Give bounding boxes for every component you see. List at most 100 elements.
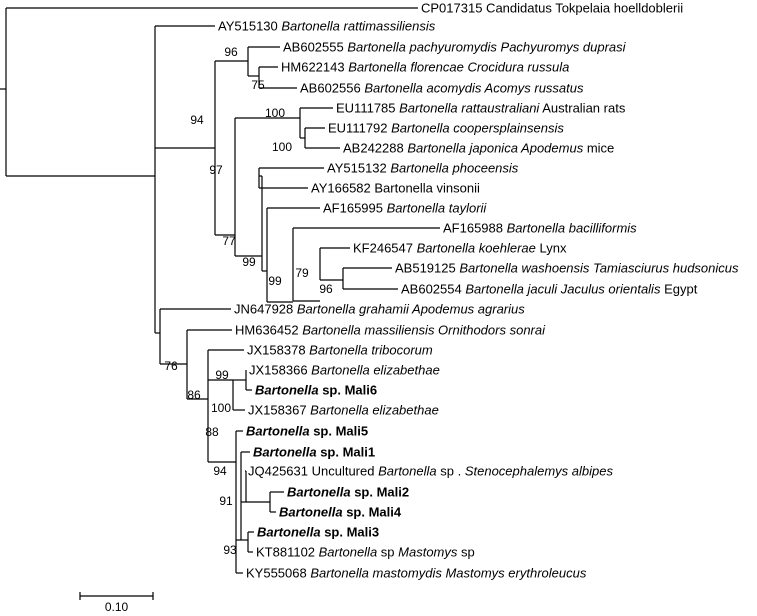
taxon-label-part: JN647928 xyxy=(234,302,297,317)
taxon-label-part: Bartonella xyxy=(255,383,319,398)
taxon-label-part: sp. Mali1 xyxy=(317,445,376,460)
bootstrap-value: 99 xyxy=(215,368,229,382)
taxon-label: JX158366 Bartonella elizabethae xyxy=(249,363,440,378)
scale-bar-label: 0.10 xyxy=(105,600,129,614)
taxon-label: AB602555 Bartonella pachyuromydis Pachyu… xyxy=(283,40,627,55)
bootstrap-value: 88 xyxy=(205,425,219,439)
taxon-label-part: Bartonella florencae Crocidura russula xyxy=(348,60,569,75)
taxon-label: KT881102 Bartonella sp Mastomys sp xyxy=(256,545,475,560)
taxon-label-part: EU111792 xyxy=(328,121,391,136)
taxon-label-part: Bartonella rattaustraliani xyxy=(399,101,540,116)
taxon-label-part: Egypt xyxy=(660,282,697,297)
taxon-label: AF165995 Bartonella taylorii xyxy=(323,201,487,216)
taxon-label-part: HM622143 xyxy=(281,60,348,75)
taxon-label-part: Bartonella bacilliformis xyxy=(507,221,638,236)
taxon-label-part: sp. Mali4 xyxy=(343,505,402,520)
bootstrap-value: 91 xyxy=(219,494,233,508)
taxon-label-part: EU111785 xyxy=(336,101,399,116)
taxon-label: Bartonella sp. Mali2 xyxy=(287,485,409,500)
taxon-label: JQ425631 Uncultured Bartonella sp . Sten… xyxy=(248,464,613,479)
taxon-label-part: AF165995 xyxy=(323,201,387,216)
taxon-label-part: AB602554 xyxy=(401,282,465,297)
taxon-label: HM622143 Bartonella florencae Crocidura … xyxy=(281,60,569,75)
taxon-label: KY555068 Bartonella mastomydis Mastomys … xyxy=(246,566,587,581)
taxon-label: Bartonella sp. Mali1 xyxy=(253,445,375,460)
taxon-label-part: Bartonella massiliensis Ornithodors sonr… xyxy=(302,323,546,338)
taxon-label-part: HM636452 xyxy=(235,323,302,338)
bootstrap-value: 100 xyxy=(265,106,285,120)
taxon-label: AF165988 Bartonella bacilliformis xyxy=(443,221,637,236)
taxon-label: Bartonella sp. Mali3 xyxy=(257,525,379,540)
taxon-label: Bartonella sp. Mali6 xyxy=(255,383,377,398)
taxon-label-part: Bartonella rattimassiliensis xyxy=(281,19,435,34)
taxon-label-part: JX158366 xyxy=(249,363,311,378)
taxon-label-part: Bartonella elizabethae xyxy=(311,363,440,378)
taxon-label-part: Bartonella mastomydis Mastomys erythrole… xyxy=(310,566,586,581)
taxon-label: Bartonella sp. Mali4 xyxy=(279,505,402,520)
taxon-label: KF246547 Bartonella koehlerae Lynx xyxy=(353,241,567,256)
taxon-label-part: AY515132 xyxy=(327,161,390,176)
taxon-label-part: Bartonella acomydis Acomys russatus xyxy=(364,81,584,96)
taxon-label-part: AB602555 xyxy=(283,40,347,55)
taxon-label-part: sp . xyxy=(437,464,465,479)
taxon-label-part: CP017315 Candidatus Tokpelaia hoelldoble… xyxy=(421,1,683,16)
taxon-label-part: sp. Mali3 xyxy=(321,525,380,540)
taxon-label-part: Bartonella xyxy=(378,464,437,479)
taxon-label-part: Mastomys xyxy=(398,545,458,560)
taxon-label-part: Bartonella jaculi Jaculus orientalis xyxy=(465,282,661,297)
taxon-label-part: JQ425631 Uncultured xyxy=(248,464,378,479)
bootstrap-value: 76 xyxy=(164,359,178,373)
bootstrap-value: 100 xyxy=(272,140,292,154)
taxon-label-part: Bartonella grahamii Apodemus agrarius xyxy=(297,302,525,317)
taxon-label-part: sp xyxy=(377,545,398,560)
taxon-label: AB242288 Bartonella japonica Apodemus mi… xyxy=(343,141,614,156)
bootstrap-value: 96 xyxy=(319,282,333,296)
taxon-label-part: AF165988 xyxy=(443,221,507,236)
taxon-label: AY515130 Bartonella rattimassiliensis xyxy=(218,19,436,34)
taxon-label-part: mice xyxy=(583,141,614,156)
taxon-label: JX158367 Bartonella elizabethae xyxy=(248,403,439,418)
taxon-label-part: sp. Mali5 xyxy=(310,424,369,439)
taxon-label-part: AY515130 xyxy=(218,19,281,34)
bootstrap-value: 86 xyxy=(187,388,201,402)
taxon-label: AY515132 Bartonella phoceensis xyxy=(327,161,519,176)
taxon-label-part: KT881102 xyxy=(256,545,319,560)
bootstrap-value: 97 xyxy=(209,163,223,177)
taxon-label-part: Bartonella xyxy=(257,525,321,540)
taxon-label-part: Lynx xyxy=(536,241,567,256)
taxon-label-part: KF246547 xyxy=(353,241,417,256)
taxon-label-part: Bartonella xyxy=(279,505,343,520)
bootstrap-value: 100 xyxy=(211,401,231,415)
taxon-label-part: KY555068 xyxy=(246,566,310,581)
bootstrap-value: 94 xyxy=(213,464,227,478)
bootstrap-value: 99 xyxy=(268,274,282,288)
taxon-label-part: JX158367 xyxy=(248,403,310,418)
taxon-label-part: Bartonella xyxy=(287,485,351,500)
taxon-label: EU111792 Bartonella coopersplainsensis xyxy=(328,121,564,136)
taxon-label: EU111785 Bartonella rattaustraliani Aust… xyxy=(336,101,626,116)
taxon-label-part: Bartonella tribocorum xyxy=(309,343,433,358)
bootstrap-value: 94 xyxy=(190,113,204,127)
taxon-label-part: JX158378 xyxy=(247,343,309,358)
taxon-label: HM636452 Bartonella massiliensis Ornitho… xyxy=(235,323,546,338)
bootstrap-value: 96 xyxy=(224,45,238,59)
taxon-label-part: sp. Mali2 xyxy=(351,485,410,500)
bootstrap-value: 79 xyxy=(295,266,309,280)
taxon-label: JN647928 Bartonella grahamii Apodemus ag… xyxy=(234,302,525,317)
taxon-label-part: Bartonella japonica Apodemus xyxy=(407,141,583,156)
taxon-label-part: Bartonella koehlerae xyxy=(417,241,536,256)
taxon-label-part: AB519125 xyxy=(395,261,459,276)
taxon-label: CP017315 Candidatus Tokpelaia hoelldoble… xyxy=(421,1,683,16)
taxon-label-part: Bartonella taylorii xyxy=(387,201,488,216)
taxon-label-part: AY166582 Bartonella vinsonii xyxy=(311,181,480,196)
taxon-label-part: Australian rats xyxy=(539,101,625,116)
taxon-label: AB519125 Bartonella washoensis Tamiasciu… xyxy=(395,261,739,276)
taxon-label-part: Bartonella pachyuromydis Pachyuromys dup… xyxy=(347,40,626,55)
taxon-label-part: Bartonella xyxy=(253,445,317,460)
taxon-label: AB602554 Bartonella jaculi Jaculus orien… xyxy=(401,282,698,297)
taxon-label-part: Bartonella coopersplainsensis xyxy=(391,121,564,136)
taxon-label-part: Bartonella phoceensis xyxy=(390,161,518,176)
taxon-label-part: AB602556 xyxy=(300,81,364,96)
taxon-label-part: Stenocephalemys albipes xyxy=(465,464,614,479)
